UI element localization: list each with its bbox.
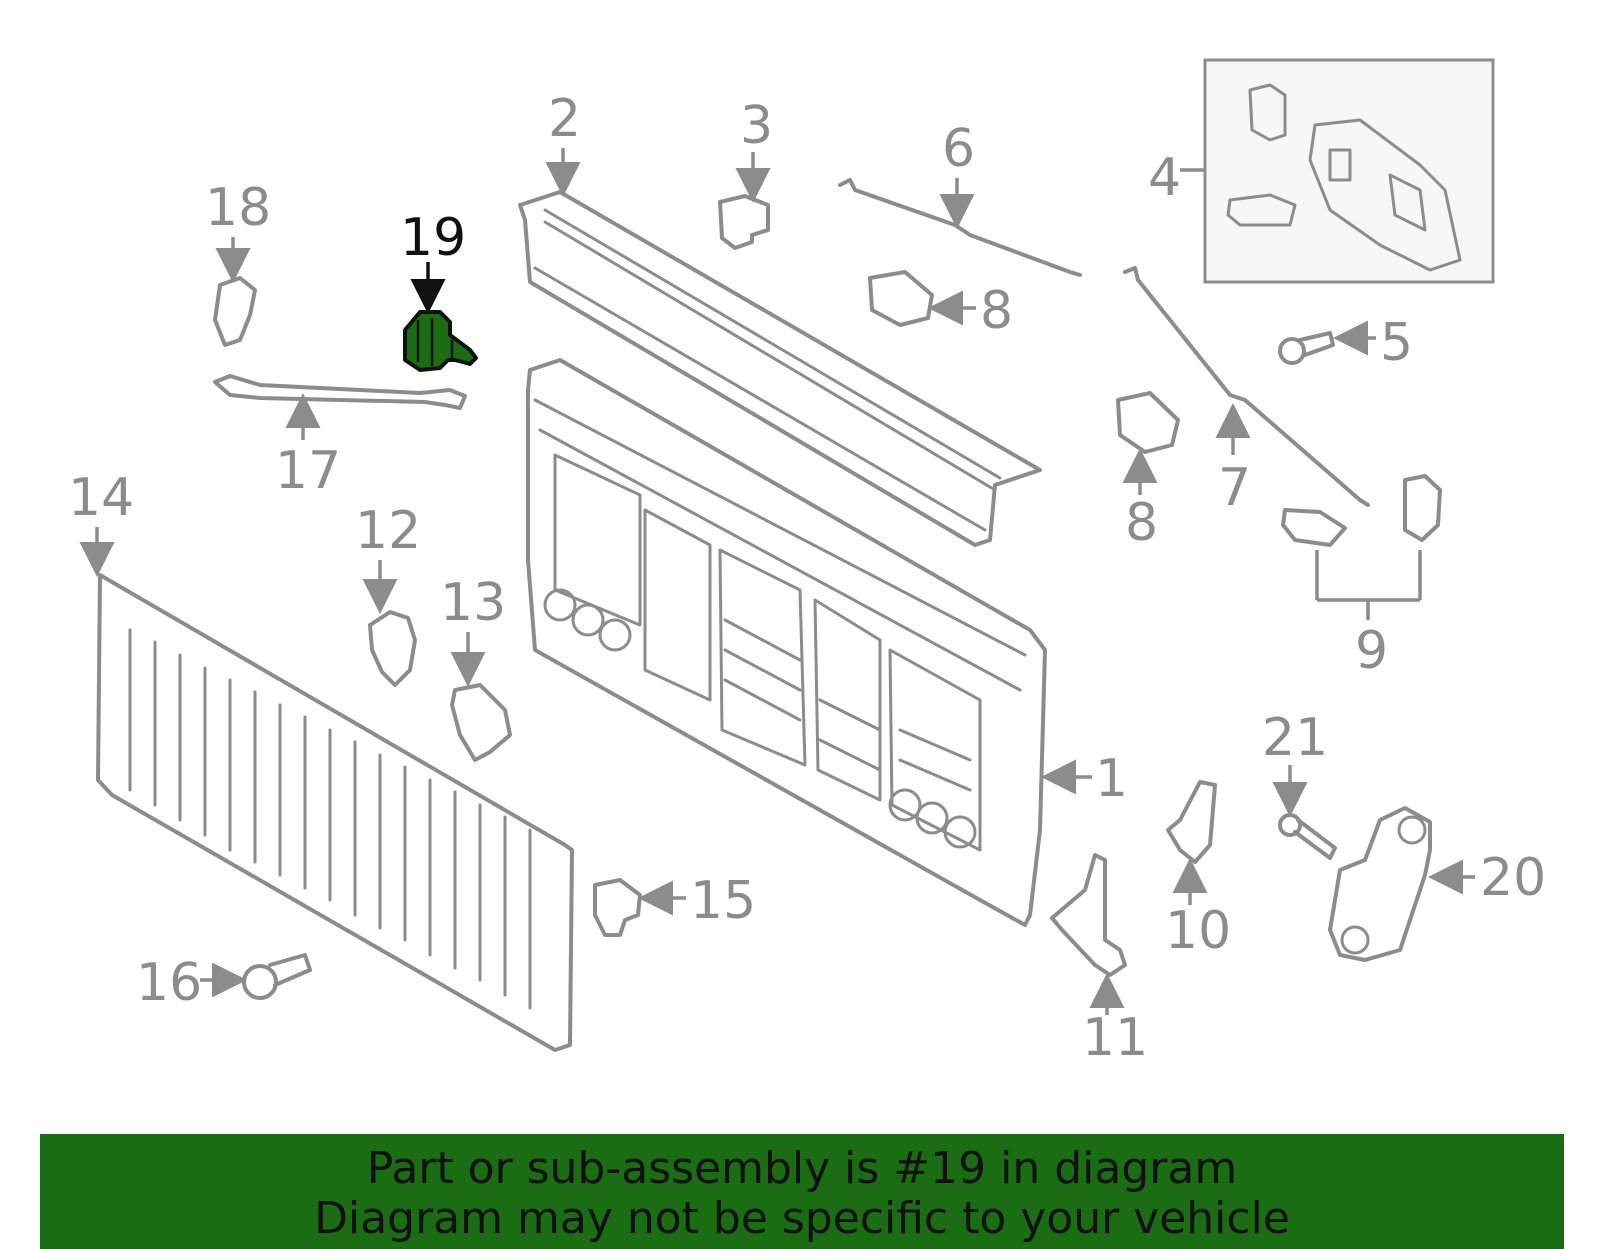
banner-line-1: Part or sub-assembly is #19 in diagram xyxy=(366,1143,1238,1194)
part-11-bracket xyxy=(1050,853,1127,977)
part-12-clip xyxy=(368,610,417,687)
callout-18: 18 xyxy=(205,178,271,238)
part-15-clip xyxy=(593,878,642,937)
part-21-bolt xyxy=(1278,813,1337,860)
part-20-hinge-bracket xyxy=(1328,806,1432,962)
callout-20: 20 xyxy=(1480,848,1546,908)
callout-8a: 8 xyxy=(980,281,1013,341)
callout-16: 16 xyxy=(136,953,202,1013)
callout-10: 10 xyxy=(1165,901,1231,961)
callout-13: 13 xyxy=(440,573,506,633)
callout-14: 14 xyxy=(68,468,134,528)
callout-12: 12 xyxy=(355,501,421,561)
callout-5: 5 xyxy=(1380,313,1413,373)
callout-2: 2 xyxy=(548,89,581,149)
part-2-top-cap xyxy=(518,190,1042,547)
callout-3: 3 xyxy=(740,96,773,156)
part-8b-clip xyxy=(1116,391,1180,454)
parts-diagram: 1 2 3 4 5 6 7 8 8 xyxy=(68,58,1546,1068)
callout-11: 11 xyxy=(1082,1008,1148,1068)
part-16-bolt xyxy=(242,953,312,1000)
info-banner: Part or sub-assembly is #19 in diagram D… xyxy=(40,1134,1564,1249)
part-3-clip xyxy=(718,194,770,250)
part-8a-clip xyxy=(868,270,934,327)
callout-8b: 8 xyxy=(1125,493,1158,553)
part-1-inner-panel xyxy=(526,358,1047,927)
part-19-highlighted-plug xyxy=(403,310,478,372)
part-10-hinge xyxy=(1166,780,1217,864)
part-9-switches xyxy=(1281,474,1442,620)
callout-19: 19 xyxy=(400,208,466,268)
callout-6: 6 xyxy=(942,119,975,179)
part-4-assembly-box xyxy=(1203,58,1495,284)
callout-1: 1 xyxy=(1095,749,1128,809)
callout-7: 7 xyxy=(1218,458,1251,518)
callout-4: 4 xyxy=(1148,148,1181,208)
part-7-rod xyxy=(1123,266,1370,507)
callout-15: 15 xyxy=(690,871,756,931)
callout-17: 17 xyxy=(275,441,341,501)
callout-9: 9 xyxy=(1355,621,1388,681)
part-5-bolt xyxy=(1278,331,1335,365)
part-17-cable xyxy=(213,374,467,410)
part-6-rod xyxy=(838,178,1082,277)
part-18-clip xyxy=(213,276,257,347)
part-14-outer-panel xyxy=(96,573,574,1052)
callout-21: 21 xyxy=(1262,708,1328,768)
banner-line-2: Diagram may not be specific to your vehi… xyxy=(314,1193,1290,1244)
part-13-clip xyxy=(450,683,512,762)
